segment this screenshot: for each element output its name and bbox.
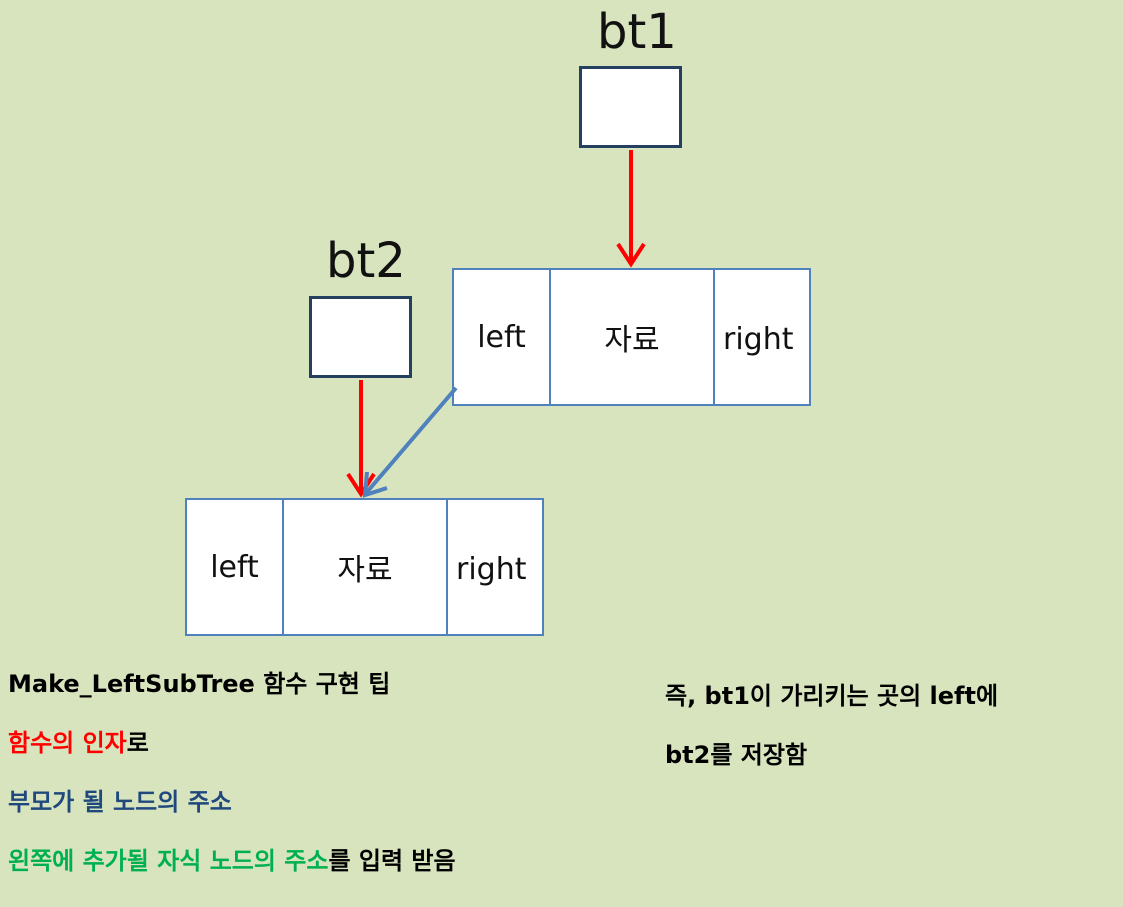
note-line-4: 왼쪽에 추가될 자식 노드의 주소를 입력 받음 <box>8 849 456 873</box>
bt1-pointer-box <box>579 66 682 148</box>
note-line-3: 부모가 될 노드의 주소 <box>8 788 232 816</box>
bt1-arrowhead <box>616 242 646 268</box>
bt2-label: bt2 <box>326 233 406 289</box>
tree-node-2: left 자료 right <box>185 498 544 636</box>
bt2-pointer-box <box>309 296 412 378</box>
tip-title: Make_LeftSubTree 함수 구현 팁 <box>8 670 391 698</box>
node1-right-cell: right <box>723 322 794 357</box>
note-line-2: 함수의 인자로 <box>8 731 149 755</box>
left-link-arrow <box>365 386 458 494</box>
child-node-address-highlight: 왼쪽에 추가될 자식 노드의 주소 <box>8 847 329 875</box>
note-line-4-rest: 를 입력 받음 <box>328 847 456 875</box>
tree-node-1: left 자료 right <box>452 268 811 406</box>
node1-left-cell: left <box>454 270 551 404</box>
bt2-arrowhead <box>346 472 376 498</box>
node2-left-cell: left <box>187 500 284 634</box>
node2-right-cell: right <box>456 552 527 587</box>
node2-data-cell: 자료 <box>284 500 448 634</box>
note-line-2-rest: 로 <box>126 729 149 757</box>
right-note-line-2: bt2를 저장함 <box>665 741 808 769</box>
bt1-label: bt1 <box>597 4 677 60</box>
left-link-arrowhead <box>362 471 388 498</box>
function-args-highlight: 함수의 인자 <box>8 729 127 757</box>
node1-data-cell: 자료 <box>551 270 715 404</box>
right-note-line-1: 즉, bt1이 가리키는 곳의 left에 <box>665 682 999 710</box>
